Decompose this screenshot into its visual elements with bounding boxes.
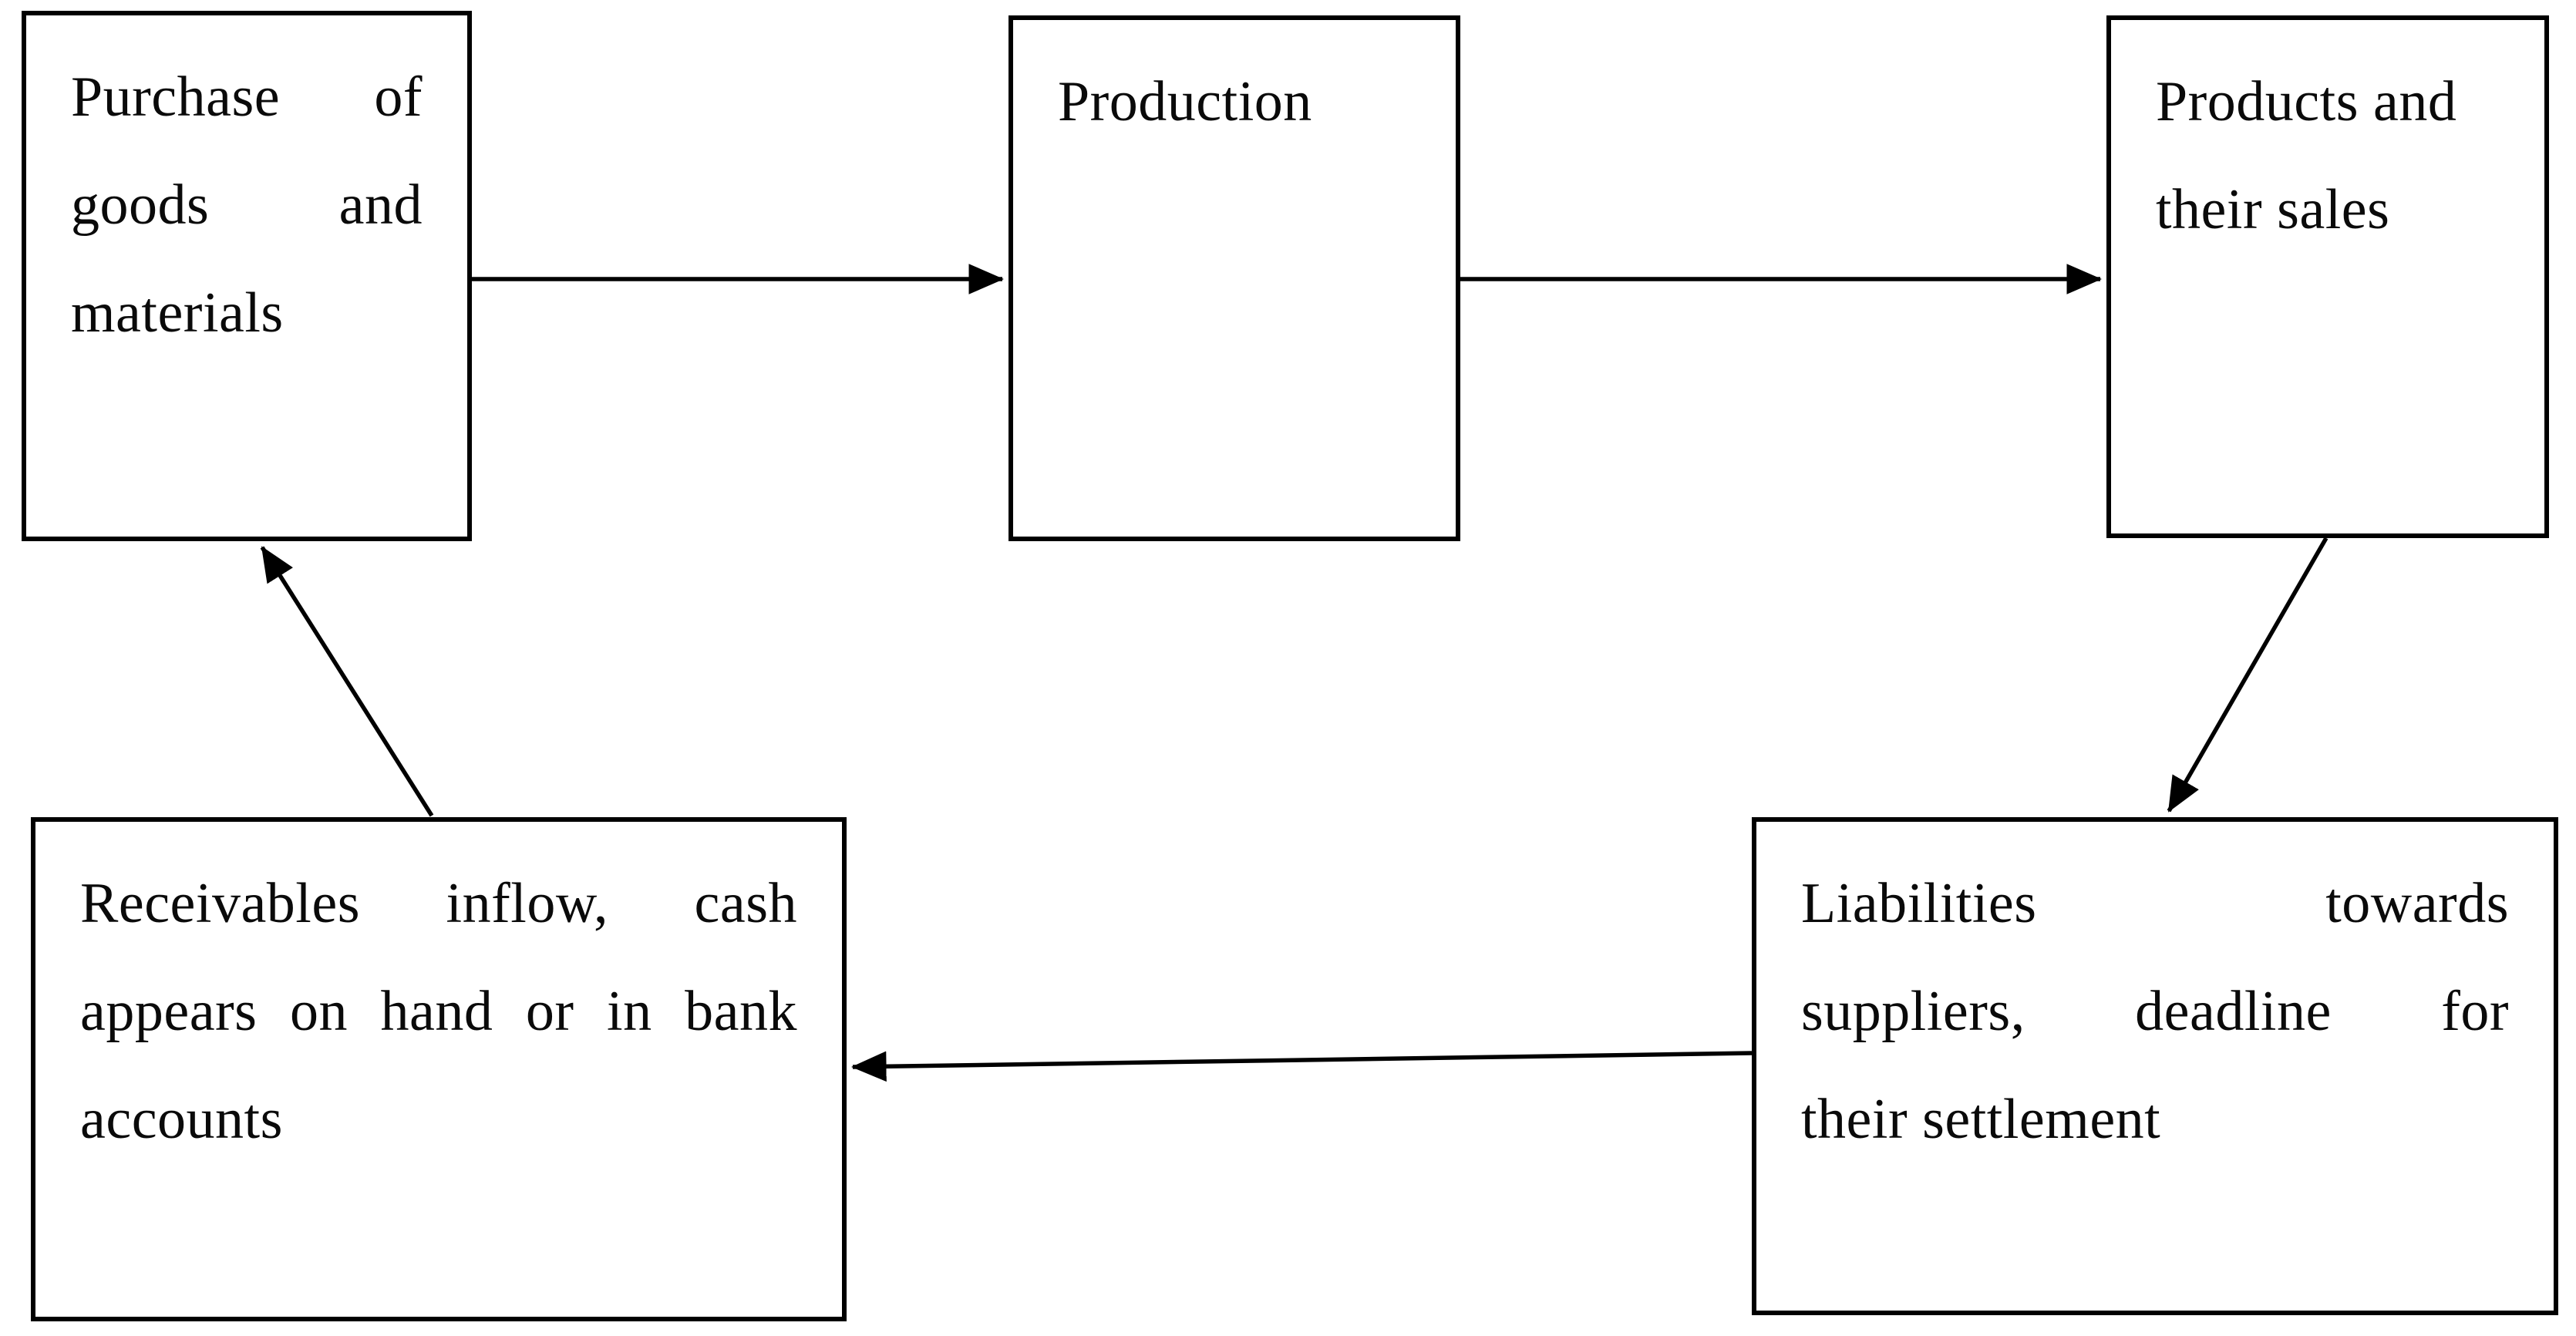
node-text-line: materials <box>71 281 284 345</box>
node-text-line: their sales <box>2156 178 2390 241</box>
node-products-and-sales: Products and their sales <box>2106 15 2549 538</box>
node-liabilities-suppliers: Liabilities towards suppliers, deadline … <box>1752 817 2558 1315</box>
arrow-liabilities-to-receivables <box>851 1051 1753 1082</box>
node-receivables-inflow: Receivables inflow, cash appears on hand… <box>31 817 847 1321</box>
node-text-line: Liabilities towards <box>1801 872 2509 935</box>
node-text-line: Purchase of <box>71 66 423 129</box>
node-purchase-of-goods: Purchase of goods and materials <box>22 11 472 541</box>
node-text-line: Products and <box>2156 70 2457 133</box>
node-text-line: goods and <box>71 173 423 237</box>
node-text-line: suppliers, deadline for <box>1801 980 2509 1043</box>
node-production: Production <box>1009 15 1460 541</box>
node-text-line: Production <box>1058 70 1312 133</box>
node-text-line: accounts <box>80 1088 283 1151</box>
node-text-line: appears on hand or in bank <box>80 980 797 1043</box>
node-text-line: their settlement <box>1801 1088 2161 1151</box>
arrow-products-to-liabilities <box>2167 537 2329 813</box>
arrow-receivables-to-purchase <box>260 546 434 817</box>
node-text-line: Receivables inflow, cash <box>80 872 797 935</box>
